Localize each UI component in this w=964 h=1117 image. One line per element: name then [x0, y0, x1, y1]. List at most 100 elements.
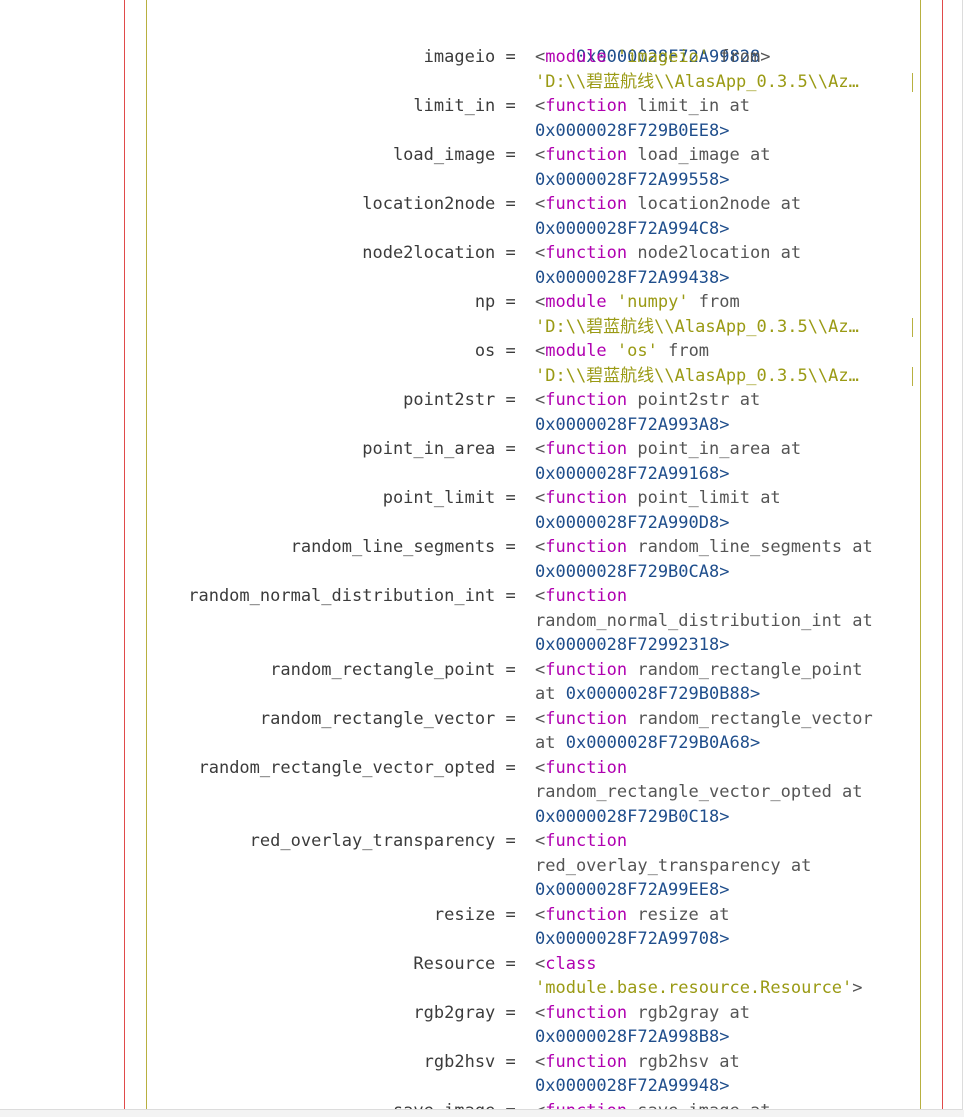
variable-name[interactable]: random_rectangle_point =: [270, 659, 526, 680]
value-open-bracket: <: [535, 586, 546, 606]
variable-value-line: <function rgb2gray at: [535, 1001, 750, 1025]
value-close-bracket: >: [852, 978, 863, 998]
address-text: 0x0000028F72A99EE8>: [535, 880, 730, 900]
variable-value-line: 0x0000028F72A99168>: [535, 462, 729, 486]
variable-name[interactable]: red_overlay_transparency =: [249, 831, 526, 851]
value-open-bracket: <: [535, 953, 546, 974]
variable-value-line: 'D:\\碧蓝航线\\AlasApp_0.3.5\\Az…: [535, 315, 859, 339]
address-text: 0x0000028F72A99948>: [535, 1076, 730, 1096]
address-text: 0x0000028F72A99708>: [535, 929, 730, 949]
variable-value-line: 0x0000028F72A990D8>: [535, 511, 729, 535]
value-open-bracket: <: [535, 831, 546, 851]
value-open-bracket: <: [535, 96, 546, 116]
value-path-text: 'D:\\碧蓝航线\\AlasApp_0.3.5\\Az…: [535, 365, 859, 386]
value-text: point_in_area at: [627, 439, 802, 459]
indent-guide-inner-right: [920, 0, 921, 1109]
address-text: 0x0000028F72A99558>: [535, 169, 730, 190]
value-text: node2location at: [627, 243, 802, 263]
address-text: 0x0000028F729B0EE8>: [535, 120, 730, 141]
variable-name[interactable]: limit_in =: [413, 96, 526, 116]
variable-value-line: <function point_in_area at: [535, 437, 801, 461]
variable-name[interactable]: node2location =: [362, 243, 526, 263]
value-text: red_overlay_transparency at: [535, 855, 812, 876]
value-open-bracket: <: [535, 904, 546, 925]
variable-name[interactable]: random_line_segments =: [290, 537, 526, 557]
variable-name[interactable]: Resource =: [413, 953, 526, 974]
variable-value-line: <function node2location at: [535, 241, 801, 265]
value-type-keyword: function: [545, 586, 628, 606]
variable-name[interactable]: point2str =: [403, 390, 526, 410]
value-type-keyword: function: [545, 1101, 627, 1110]
value-open-bracket: <: [535, 47, 546, 67]
value-text: load_image at: [627, 145, 771, 165]
value-open-bracket: <: [535, 194, 546, 214]
variable-value-line: <function: [535, 584, 627, 608]
value-type-keyword: function: [545, 1051, 628, 1072]
variable-name[interactable]: point_limit =: [382, 488, 526, 508]
variable-value-line: <function rgb2hsv at: [535, 1050, 740, 1074]
variable-value-line: <function random_rectangle_vector: [535, 707, 873, 731]
variable-value-line: 0x0000028F72992318>: [535, 633, 729, 657]
variable-value-line: <module 'numpy' from: [535, 290, 740, 314]
value-text: point2str at: [627, 390, 761, 410]
variable-value-line: <function random_line_segments at: [535, 535, 873, 559]
variable-value-line: <function point_limit at: [535, 486, 781, 510]
value-text: rgb2gray at: [627, 1002, 750, 1023]
address-text: 0x0000028F72992318>: [535, 635, 730, 655]
variable-value-line: <function limit_in at: [535, 94, 750, 118]
variable-value-line: 0x0000028F72A99EE8>: [535, 878, 729, 902]
variable-name[interactable]: resize =: [433, 904, 526, 925]
value-text: location2node at: [627, 194, 802, 214]
variable-name[interactable]: imageio =: [423, 47, 526, 67]
value-text: random_line_segments at: [627, 537, 873, 557]
variable-name[interactable]: save_image =: [393, 1099, 526, 1110]
value-open-bracket: <: [535, 537, 546, 557]
variable-name[interactable]: np =: [474, 292, 526, 312]
address-text: 0x0000028F72A994C8>: [535, 218, 730, 239]
truncation-guide: [912, 317, 913, 337]
value-type-keyword: function: [545, 488, 628, 508]
value-open-bracket: <: [535, 1002, 546, 1023]
variable-name[interactable]: random_normal_distribution_int =: [188, 586, 526, 606]
variable-name[interactable]: rgb2hsv =: [423, 1051, 526, 1072]
variable-value-line: 'D:\\碧蓝航线\\AlasApp_0.3.5\\Az…: [535, 70, 859, 94]
value-type-keyword: function: [545, 96, 628, 116]
variable-name[interactable]: location2node =: [362, 194, 526, 214]
variable-name[interactable]: random_rectangle_vector_opted =: [198, 757, 526, 778]
variable-name[interactable]: load_image =: [392, 145, 526, 165]
value-text: point_limit at: [627, 488, 781, 508]
variable-name[interactable]: point_in_area =: [362, 439, 526, 459]
value-text: from: [688, 292, 740, 312]
variable-value-line: <module 'os' from: [535, 339, 709, 363]
value-type-keyword: function: [545, 439, 628, 459]
value-text: from: [657, 341, 710, 361]
value-module-name: 'os': [606, 341, 658, 361]
variable-name[interactable]: random_rectangle_vector =: [259, 708, 526, 729]
address-text: 0x0000028F72A99828: [575, 47, 761, 67]
variable-value-line: <module 'imageio' from: [535, 45, 760, 69]
variable-value-line: 0x0000028F729B0EE8>: [535, 119, 729, 143]
value-text: random_rectangle_point: [627, 659, 863, 680]
value-type-keyword: function: [545, 194, 628, 214]
value-type-keyword: function: [545, 659, 628, 680]
partial-top-value: 0x0000028F72A99828>: [575, 47, 771, 67]
value-type-keyword: module: [545, 47, 607, 67]
variable-value-line: 0x0000028F72A99558>: [535, 168, 729, 192]
variable-value-line: <function resize at: [535, 903, 730, 927]
value-open-bracket: <: [535, 659, 546, 680]
value-type-keyword: function: [545, 145, 628, 165]
value-text: random_rectangle_vector_opted at: [535, 782, 863, 802]
value-open-bracket: <: [535, 292, 546, 312]
variable-value-line: 0x0000028F72A998B8>: [535, 1025, 729, 1049]
value-text: limit_in at: [627, 96, 750, 116]
indent-guide-outer-left: [124, 0, 125, 1109]
value-open-bracket: <: [535, 439, 546, 459]
value-type-keyword: class: [545, 953, 597, 974]
variable-value-line: <function: [535, 829, 627, 853]
value-open-bracket: <: [535, 390, 546, 410]
variable-name[interactable]: rgb2gray =: [413, 1002, 526, 1023]
value-open-bracket: <: [535, 341, 546, 361]
variable-value-line: 0x0000028F729B0CA8>: [535, 560, 729, 584]
variable-name[interactable]: os =: [474, 341, 526, 361]
value-open-bracket: <: [535, 145, 546, 165]
